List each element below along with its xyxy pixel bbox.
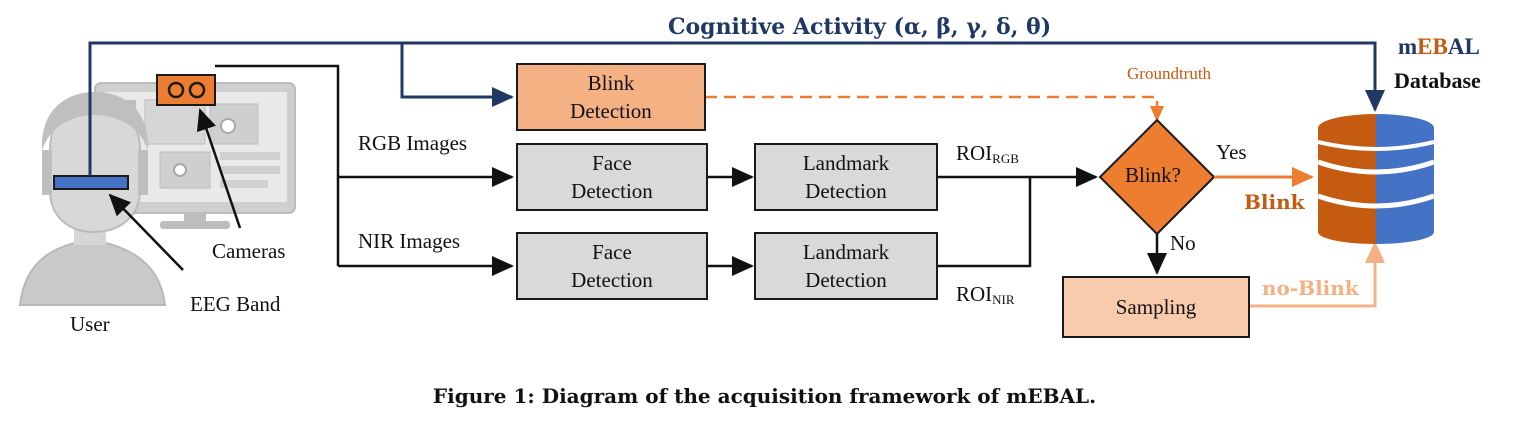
nir-images-label: NIR Images (358, 229, 461, 253)
yes-label: Yes (1216, 140, 1247, 164)
eeg-band-label: EEG Band (190, 292, 281, 316)
face-detection-nir-line1: Face (592, 240, 632, 264)
database-name-mid: EB (1417, 34, 1448, 59)
cameras-pointer (196, 108, 242, 229)
sampling-box: Sampling (1062, 276, 1250, 338)
user-label: User (70, 312, 110, 336)
roi-nir-main: ROI (956, 282, 993, 306)
database-label: Database (1394, 68, 1481, 93)
roi-rgb-main: ROI (956, 141, 993, 165)
landmark-detection-nir-line2: Detection (805, 268, 887, 292)
blink-detection-line1: Blink (587, 71, 635, 95)
database-icon (1317, 114, 1435, 244)
cameras-icon (156, 74, 216, 106)
blink-decision-label: Blink? (1125, 163, 1181, 187)
landmark-detection-rgb-line1: Landmark (802, 151, 890, 175)
blink-detection-line2: Detection (570, 99, 652, 123)
database-name: mEBAL (1398, 34, 1480, 60)
camera-feed-line (215, 64, 340, 266)
blink-output-label: Blink (1244, 190, 1305, 214)
no-blink-arrow (1250, 241, 1385, 308)
roi-nir-line (938, 177, 1032, 268)
landmark-detection-nir-line1: Landmark (802, 240, 890, 264)
cognitive-to-blink-line (400, 43, 514, 107)
face-detection-rgb-line1: Face (592, 151, 632, 175)
roi-nir-label: ROINIR (956, 282, 1015, 308)
roi-rgb-label: ROIRGB (956, 141, 1019, 167)
cognitive-activity-title: Cognitive Activity (α, β, γ, δ, θ) (668, 14, 1052, 40)
cameras-label: Cameras (212, 239, 286, 263)
face-detection-nir-box: Face Detection (516, 232, 708, 300)
face-detection-rgb-box: Face Detection (516, 143, 708, 211)
cognitive-activity-line (88, 41, 1385, 176)
figure-caption: Figure 1: Diagram of the acquisition fra… (432, 384, 1097, 408)
groundtruth-label: Groundtruth (1127, 64, 1212, 83)
no-blink-output-label: no-Blink (1262, 276, 1359, 300)
database-name-end: AL (1447, 34, 1480, 59)
face-detection-rgb-line2: Detection (571, 179, 653, 203)
rgb-images-label: RGB Images (358, 131, 468, 155)
roi-rgb-sub: RGB (992, 151, 1019, 166)
face-detection-nir-line2: Detection (571, 268, 653, 292)
landmark-detection-rgb-line2: Detection (805, 179, 887, 203)
roi-nir-sub: NIR (992, 292, 1015, 307)
landmark-detection-nir-box: Landmark Detection (754, 232, 938, 300)
no-label: No (1170, 231, 1196, 255)
landmark-detection-rgb-box: Landmark Detection (754, 143, 938, 211)
blink-detection-box: Blink Detection (516, 63, 706, 131)
groundtruth-dashed-line (705, 95, 1164, 122)
eeg-pointer (108, 193, 184, 271)
eeg-band-icon (53, 175, 129, 190)
database-name-prefix: m (1398, 34, 1418, 59)
